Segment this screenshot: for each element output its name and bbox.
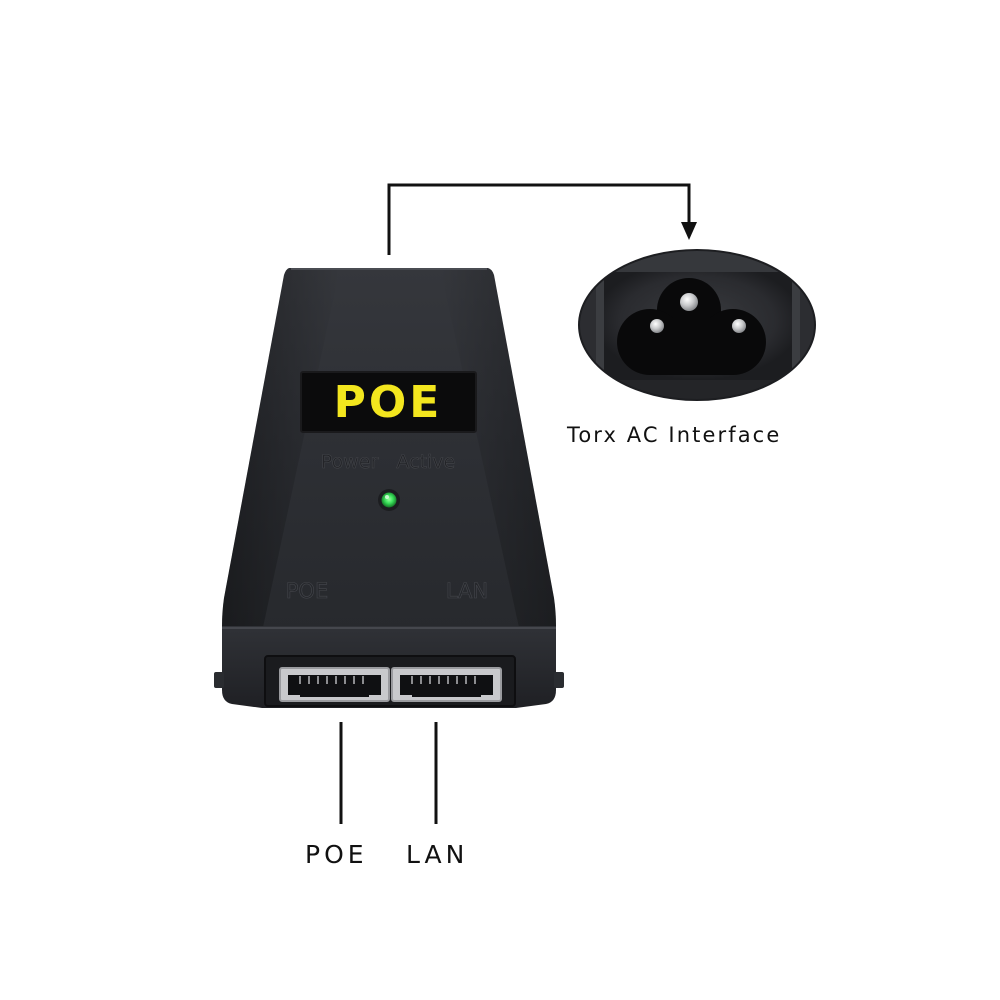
lan-rj45-port: [391, 667, 502, 702]
c5-socket: [617, 278, 766, 375]
ac-callout-line: [387, 183, 691, 255]
poe-badge-text: POE: [334, 377, 443, 428]
power-led: [378, 489, 400, 511]
poe-badge: [300, 371, 477, 433]
power-active-label: Power Active: [321, 451, 455, 473]
poe-rj45-port: [279, 667, 390, 702]
poe-injector: POE Power Active POE LAN: [214, 268, 564, 708]
ac-interface-closeup: [578, 249, 816, 401]
ac-interface-caption: Torx AC Interface: [567, 423, 782, 447]
lan-port-caption: LAN: [406, 840, 469, 869]
lan-port-embossed-label: LAN: [446, 579, 488, 603]
poe-port-caption: POE: [305, 840, 368, 869]
poe-port-embossed-label: POE: [286, 579, 328, 603]
ac-callout-arrowhead: [681, 222, 697, 240]
